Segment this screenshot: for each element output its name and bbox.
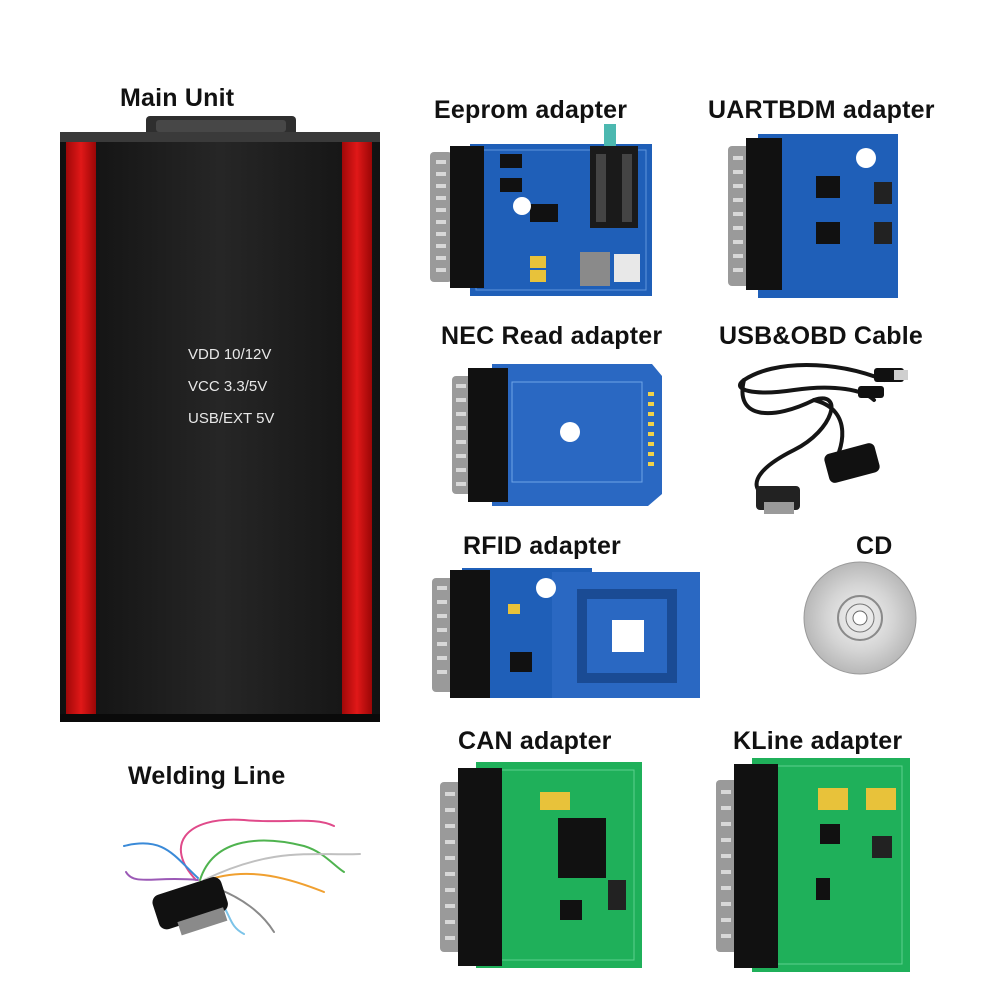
eeprom-adapter-label: Eeprom adapter [434, 96, 628, 124]
usb-obd-cable-label: USB&OBD Cable [719, 322, 924, 350]
rfid-adapter-label: RFID adapter [463, 532, 621, 560]
uartbdm-adapter-label: UARTBDM adapter [708, 96, 935, 124]
nec-read-adapter-image [452, 362, 664, 508]
kline-adapter-image [716, 756, 912, 976]
eeprom-adapter-image [430, 124, 656, 302]
cd-image [802, 560, 918, 676]
main-unit-spec-usb: USB/EXT 5V [188, 410, 275, 427]
main-unit-spec-vcc: VCC 3.3/5V [188, 378, 268, 395]
usb-obd-cable-image [734, 360, 910, 520]
welding-line-image [123, 806, 364, 936]
uartbdm-adapter-image [728, 130, 900, 298]
can-adapter-image [440, 760, 644, 972]
can-adapter-label: CAN adapter [458, 727, 612, 755]
nec-read-adapter-label: NEC Read adapter [441, 322, 663, 350]
main-unit-spec-vdd: VDD 10/12V [188, 346, 272, 363]
welding-line-label: Welding Line [128, 762, 286, 790]
rfid-adapter-image [432, 564, 700, 702]
main-unit-image [56, 116, 384, 724]
main-unit-label: Main Unit [120, 84, 235, 112]
kline-adapter-label: KLine adapter [733, 727, 903, 755]
cd-label: CD [856, 532, 893, 560]
